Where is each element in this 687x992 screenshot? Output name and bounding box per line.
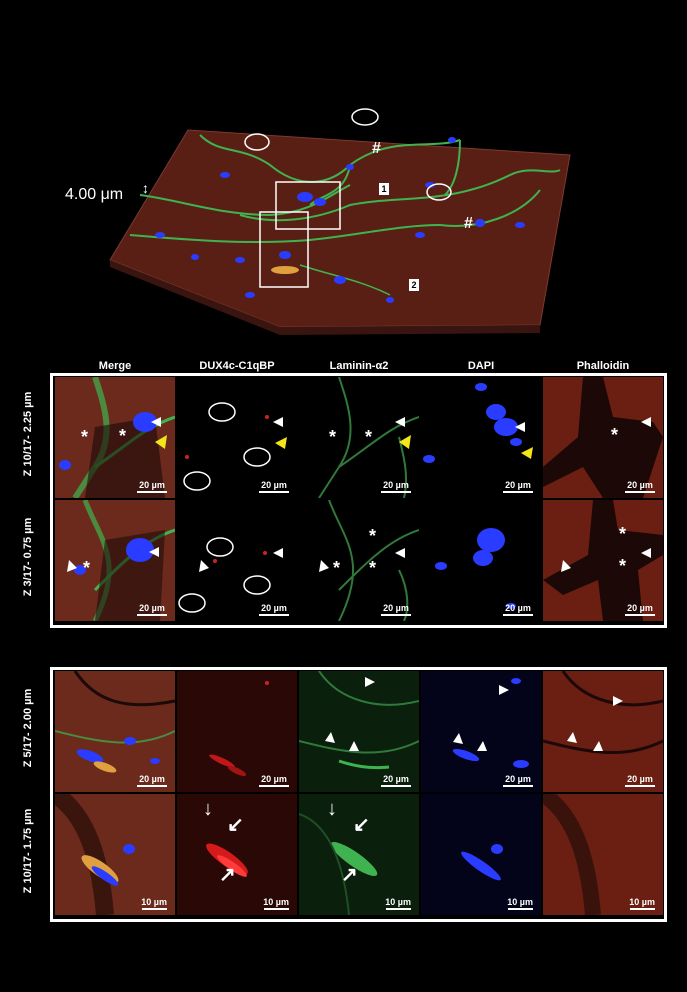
asterisk-marker: *: [619, 556, 627, 576]
panel1-row2-merge: * 20 µm: [55, 500, 175, 621]
scale-bar: 20 µm: [137, 603, 167, 616]
panel1-row2-phalloidin: * * 20 µm: [543, 500, 663, 621]
scale-bar: 20 µm: [381, 603, 411, 616]
arrow-icon: ↗: [341, 864, 358, 886]
asterisk-marker: *: [365, 427, 373, 447]
down-arrow-icon: ↓: [327, 798, 337, 820]
asterisk-marker: *: [369, 558, 377, 578]
scale-bar: 10 µm: [141, 897, 167, 910]
asterisk-marker: *: [83, 558, 91, 578]
scale-bar-label: 10 µm: [507, 897, 533, 907]
scale-bar-label: 20 µm: [505, 603, 531, 613]
overview-box2-label: 2: [409, 279, 419, 291]
panel-2-row1-label: Z 5/17- 2.00 µm: [22, 688, 34, 768]
scale-bar-label: 20 µm: [383, 774, 409, 784]
panel1-row1-dux4c: 20 µm: [177, 377, 297, 498]
panel2-row2-dux4c: ↓ ↙ ↗ 10 µm: [177, 794, 297, 915]
panel-2-row2-label: Z 10/17- 1.75 µm: [22, 808, 34, 894]
column-header-dux4c: DUX4c-C1qBP: [199, 360, 275, 372]
scale-bar: 20 µm: [381, 480, 411, 493]
scale-bar-label: 20 µm: [261, 480, 287, 490]
panel1-row2-laminin: * * * 20 µm: [299, 500, 419, 621]
depth-arrow-icon: ↕: [142, 180, 149, 196]
scale-bar: 20 µm: [625, 480, 655, 493]
panel-1-row2-label: Z 3/17- 0.75 µm: [22, 517, 34, 597]
scale-bar: 20 µm: [381, 774, 411, 787]
scale-bar: 10 µm: [507, 897, 533, 910]
panel1-row1-dapi: 20 µm: [421, 377, 541, 498]
panel2-row1-dapi: 20 µm: [421, 671, 541, 792]
scale-bar: 20 µm: [259, 774, 289, 787]
scale-bar: 20 µm: [625, 774, 655, 787]
asterisk-marker: *: [369, 526, 377, 546]
arrow-icon: ↙: [227, 814, 244, 836]
hash-marker: #: [464, 215, 473, 232]
scale-bar: 20 µm: [503, 603, 533, 616]
asterisk-marker: *: [611, 425, 619, 445]
scale-bar: 20 µm: [259, 480, 289, 493]
panel1-row2-dux4c: 20 µm: [177, 500, 297, 621]
panel-1-row1-label: Z 10/17- 2.25 µm: [22, 391, 34, 477]
scale-bar-label: 20 µm: [261, 774, 287, 784]
scale-bar-label: 10 µm: [629, 897, 655, 907]
scale-bar-label: 20 µm: [505, 774, 531, 784]
column-header-dapi: DAPI: [467, 360, 495, 372]
scale-bar: 20 µm: [503, 774, 533, 787]
scale-bar-label: 20 µm: [627, 480, 653, 490]
asterisk-marker: *: [119, 426, 127, 446]
arrow-icon: ↗: [219, 864, 236, 886]
hash-marker: #: [372, 140, 381, 157]
overview-box1-label: 1: [379, 183, 389, 195]
panel1-row2-dapi: 20 µm: [421, 500, 541, 621]
scale-bar: 10 µm: [385, 897, 411, 910]
asterisk-marker: *: [619, 524, 627, 544]
panel2-row2-merge: 10 µm: [55, 794, 175, 915]
panel-1: [50, 373, 667, 628]
scale-bar-label: 20 µm: [627, 603, 653, 613]
asterisk-marker: *: [333, 558, 341, 578]
column-header-laminin: Laminin-α2: [329, 360, 389, 372]
scale-bar: 20 µm: [503, 480, 533, 493]
scale-bar: 20 µm: [137, 480, 167, 493]
scale-bar-label: 20 µm: [139, 774, 165, 784]
scale-bar-label: 10 µm: [141, 897, 167, 907]
panel2-row1-laminin: 20 µm: [299, 671, 419, 792]
panel2-row2-dapi: 10 µm: [421, 794, 541, 915]
scale-bar-label: 20 µm: [383, 603, 409, 613]
scale-bar-label: 20 µm: [261, 603, 287, 613]
scale-bar: 20 µm: [625, 603, 655, 616]
scale-bar: 20 µm: [137, 774, 167, 787]
scale-bar-label: 20 µm: [139, 603, 165, 613]
panel2-row2-phalloidin: 10 µm: [543, 794, 663, 915]
scale-bar-label: 20 µm: [383, 480, 409, 490]
column-header-merge: Merge: [98, 360, 132, 372]
overview-volume: [109, 108, 571, 335]
panel1-row1-merge: * * 20 µm: [55, 377, 175, 498]
scale-bar-label: 10 µm: [385, 897, 411, 907]
scale-bar-label: 10 µm: [263, 897, 289, 907]
scale-bar-label: 20 µm: [139, 480, 165, 490]
panel2-row1-phalloidin: 20 µm: [543, 671, 663, 792]
column-header-phalloidin: Phalloidin: [576, 360, 630, 372]
asterisk-marker: *: [329, 427, 337, 447]
down-arrow-icon: ↓: [203, 798, 213, 820]
scale-bar-label: 20 µm: [505, 480, 531, 490]
panel2-row1-dux4c: 20 µm: [177, 671, 297, 792]
panel-2: [50, 667, 667, 922]
overview-3d: 1 2 # #: [100, 95, 590, 340]
arrow-icon: ↙: [353, 814, 370, 836]
scale-bar: 10 µm: [263, 897, 289, 910]
asterisk-marker: *: [81, 427, 89, 447]
scale-bar-label: 20 µm: [627, 774, 653, 784]
scale-bar: 10 µm: [629, 897, 655, 910]
depth-label: 4.00 μm: [65, 186, 124, 203]
scale-bar: 20 µm: [259, 603, 289, 616]
panel2-row1-merge: 20 µm: [55, 671, 175, 792]
panel1-row1-laminin: * * 20 µm: [299, 377, 419, 498]
panel1-row1-phalloidin: * 20 µm: [543, 377, 663, 498]
panel2-row2-laminin: ↓ ↙ ↗ 10 µm: [299, 794, 419, 915]
